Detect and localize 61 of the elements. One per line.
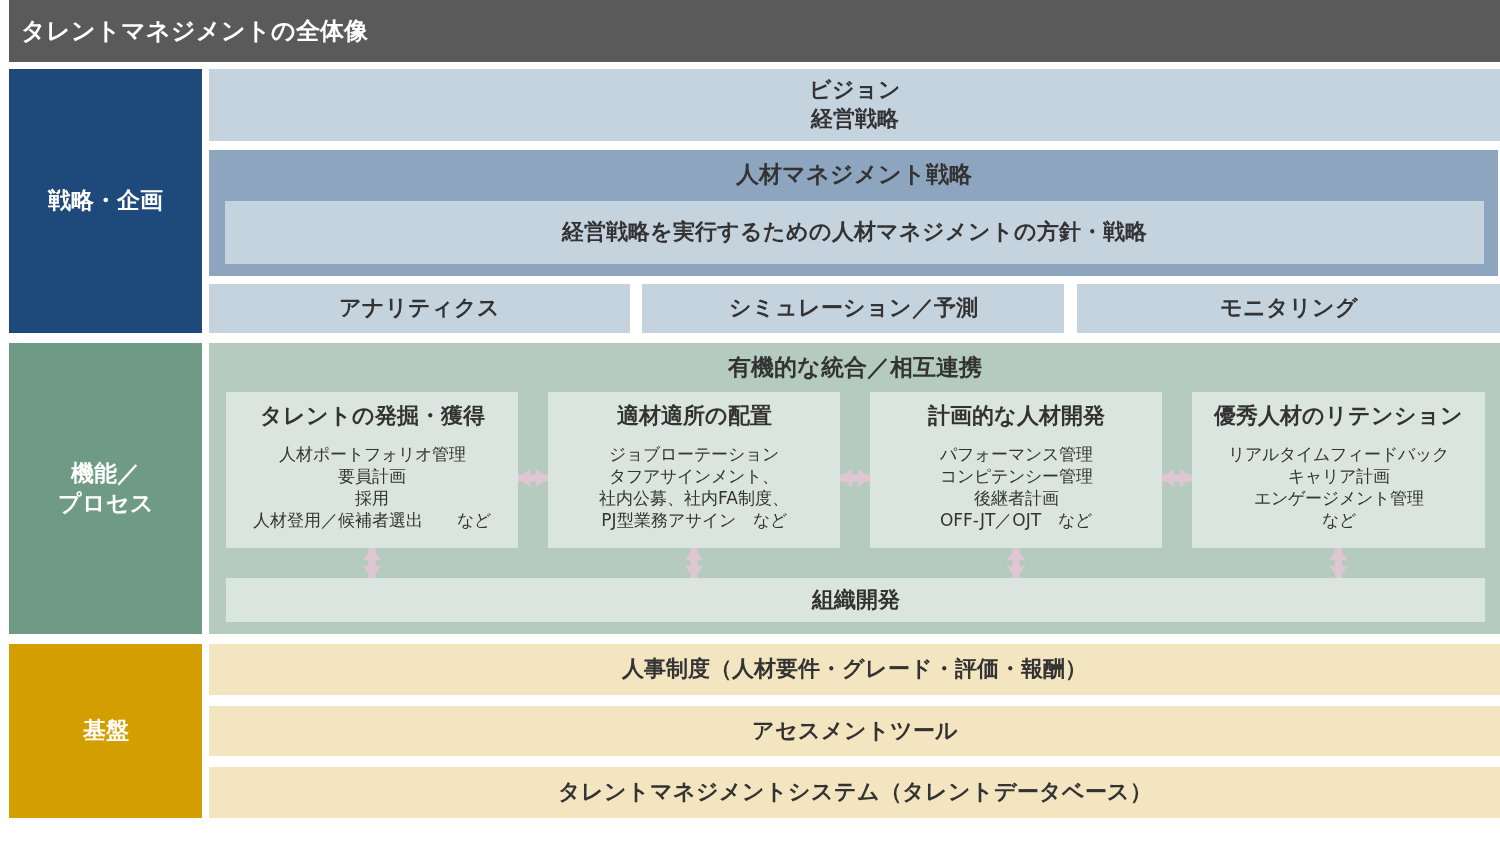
- double-arrow: [518, 469, 548, 487]
- layer-box: [225, 201, 1484, 264]
- process-card: [226, 392, 518, 548]
- process-card: [548, 392, 840, 548]
- double-arrow: [685, 548, 703, 578]
- layer-box: [209, 644, 1500, 695]
- double-arrow: [1007, 548, 1025, 578]
- layer-label: タレントマネジメントシステム（タレントデータベース）: [557, 778, 1152, 807]
- item-text: 要員計画: [338, 464, 406, 487]
- layer-label: 経営戦略を実行するための人材マネジメントの方針・戦略: [562, 218, 1147, 247]
- card-heading: 優秀人材のリテンション: [1214, 402, 1463, 430]
- card-heading: 適材適所の配置: [616, 402, 772, 430]
- layer-label: モニタリング: [1219, 294, 1358, 323]
- item-text: キャリア計画: [1287, 464, 1390, 487]
- category-label: 戦略・企画: [48, 186, 163, 216]
- layer-label: アナリティクス: [339, 294, 500, 323]
- item-text: など: [1321, 508, 1356, 531]
- item-text: エンゲージメント管理: [1253, 486, 1424, 509]
- group-heading: 有機的な統合／相互連携: [726, 353, 983, 382]
- item-text: パフォーマンス管理: [939, 442, 1093, 465]
- item-text: PJ型業務アサイン など: [601, 508, 787, 531]
- double-arrow: [1162, 469, 1192, 487]
- process-card: [870, 392, 1162, 548]
- item-text: 人材登用／候補者選出 など: [253, 508, 491, 531]
- layer-box: [209, 706, 1500, 756]
- item-text: リアルタイムフィードバック: [1228, 442, 1449, 465]
- layer-box: [226, 578, 1485, 622]
- group-heading: 人材マネジメント戦略: [734, 160, 973, 189]
- item-text: ジョブローテーション: [609, 442, 779, 465]
- item-text: コンピテンシー管理: [939, 464, 1093, 487]
- double-arrow: [1329, 548, 1348, 578]
- title-bar: タレントマネジメントの全体像: [9, 0, 1500, 62]
- card-heading: タレントの発掘・獲得: [259, 402, 485, 430]
- double-arrow: [840, 469, 870, 487]
- category-band: [9, 644, 202, 818]
- category-band: [9, 343, 202, 634]
- layer-box: [209, 69, 1500, 141]
- item-text: 社内公募、社内FA制度、: [599, 486, 789, 509]
- layer-label: シミュレーション／予測: [728, 294, 978, 323]
- layer-box: [209, 284, 630, 333]
- process-card: [1192, 392, 1485, 548]
- card-heading: 計画的な人材開発: [927, 402, 1105, 430]
- item-text: 採用: [355, 486, 389, 509]
- layer-label: アセスメントツール: [751, 716, 958, 745]
- item-text: 人材ポートフォリオ管理: [278, 442, 466, 465]
- layer-box: [209, 767, 1500, 818]
- layer-label: 経営戦略: [810, 105, 899, 133]
- group-panel: [209, 343, 1500, 634]
- item-text: OFF-JT／OJT など: [939, 508, 1093, 531]
- layer-box: [1077, 284, 1500, 333]
- category-label: 基盤: [82, 716, 129, 746]
- layer-label: 人事制度（人材要件・グレード・評価・報酬）: [622, 655, 1087, 684]
- layer-label: ビジョン: [808, 76, 901, 105]
- layer-label: 組織開発: [811, 585, 900, 614]
- category-band: [9, 69, 202, 333]
- category-label: 機能／プロセス: [56, 458, 155, 518]
- layer-box: [642, 284, 1064, 333]
- group-panel: [209, 150, 1498, 276]
- double-arrow: [363, 548, 381, 578]
- item-text: タフアサインメント、: [609, 464, 779, 487]
- item-text: 後継者計画: [973, 486, 1059, 509]
